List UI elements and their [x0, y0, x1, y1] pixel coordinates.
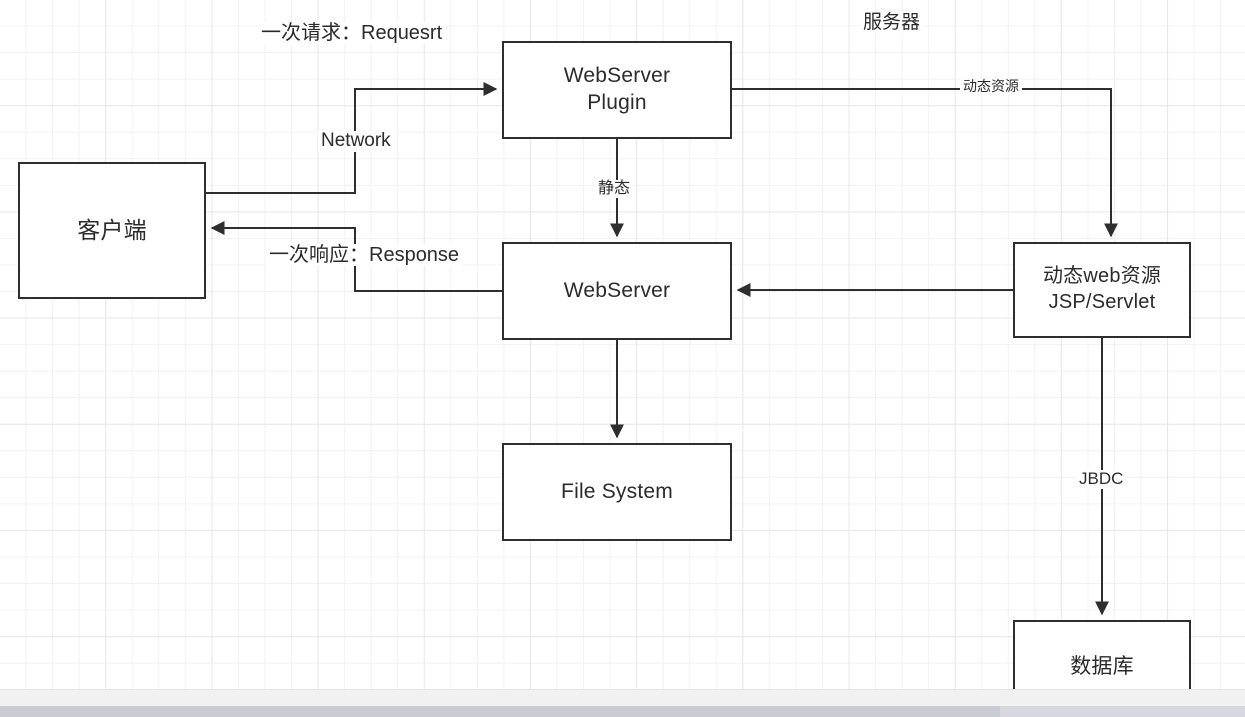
node-webserver-plugin[interactable]: WebServer Plugin	[502, 41, 732, 139]
node-webserver[interactable]: WebServer	[502, 242, 732, 340]
horizontal-scrollbar-track[interactable]	[0, 706, 1245, 717]
label-network: Network	[318, 130, 394, 152]
horizontal-scrollbar-thumb[interactable]	[0, 706, 1000, 717]
label-request: 一次请求：Requesrt	[258, 22, 446, 44]
label-static-resource: 静态	[595, 180, 634, 198]
label-jbdc: JBDC	[1076, 469, 1127, 489]
edge-plugin-to-dynamic-resource	[732, 88, 1118, 238]
label-server-region: 服务器	[860, 12, 924, 34]
label-dynamic-resource: 动态资源	[960, 78, 1022, 95]
label-response: 一次响应：Response	[266, 244, 463, 266]
node-file-system[interactable]: File System	[502, 443, 732, 541]
node-dynamic-web-resource[interactable]: 动态web资源 JSP/Servlet	[1013, 242, 1191, 338]
node-client[interactable]: 客户端	[18, 162, 206, 299]
